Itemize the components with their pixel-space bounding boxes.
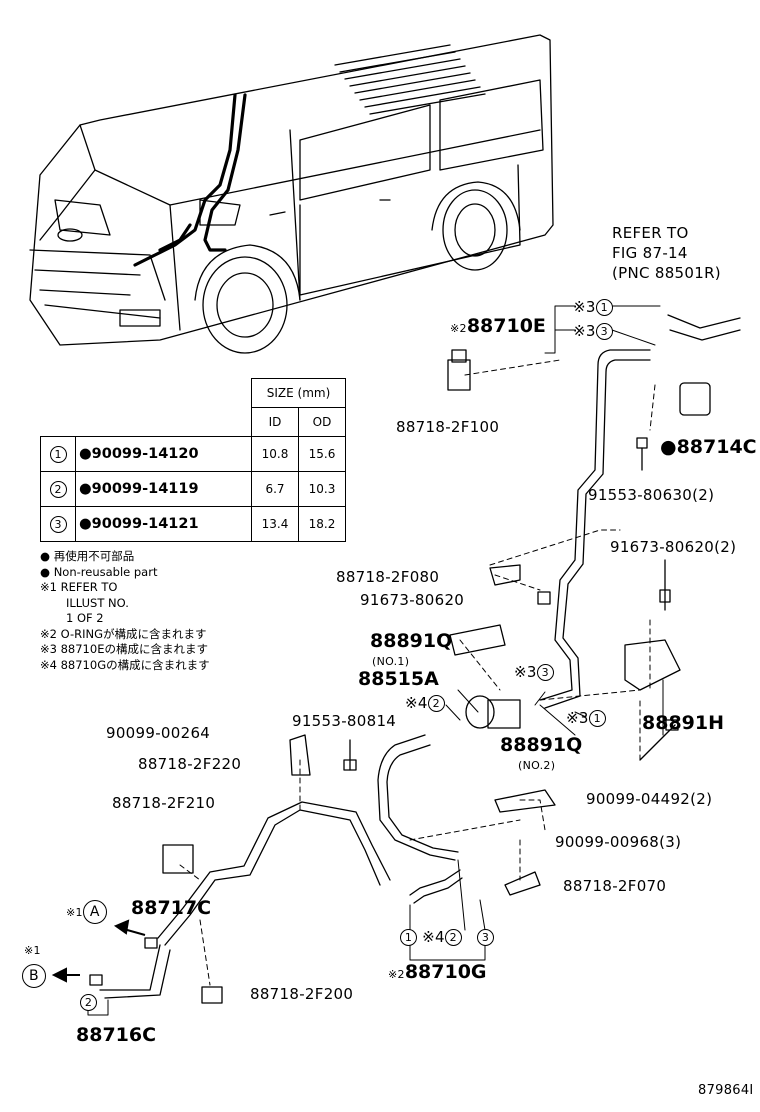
part-88515A[interactable]: 88515A	[358, 668, 439, 690]
table-row: 1 ●90099-14120 10.8 15.6	[40, 436, 346, 472]
bracket-88718-2F100	[447, 349, 471, 391]
ref-B: B	[22, 964, 46, 988]
part-90099-04492[interactable]: 90099-04492(2)	[586, 790, 713, 808]
refer-line3: (PNC 88501R)	[612, 264, 721, 282]
part-88891Q-2-sub: (NO.2)	[518, 759, 556, 772]
hose-right-top	[667, 314, 741, 341]
col-id: ID	[251, 407, 299, 437]
part-88718-2F200[interactable]: 88718-2F200	[250, 985, 354, 1003]
table-row: 3 ●90099-14121 13.4 18.2	[40, 506, 346, 542]
cover-88891Q-1	[449, 624, 506, 656]
bracket-88718-2F070	[504, 871, 541, 896]
part-90099-14119[interactable]: ●90099-14119	[75, 471, 252, 507]
size-header: SIZE (mm)	[251, 378, 346, 408]
part-91553-80814[interactable]: 91553-80814	[292, 712, 397, 730]
note-non-reusable-en: ● Non-reusable part	[40, 564, 158, 579]
figure-id: 879864I	[698, 1083, 754, 1098]
col-od: OD	[298, 407, 346, 437]
hose-88714C	[679, 382, 711, 416]
part-88718-2F220[interactable]: 88718-2F220	[138, 755, 242, 773]
bolt-91673-80620-2	[659, 559, 671, 611]
note-1of2: 1 OF 2	[66, 611, 104, 625]
part-90099-14120[interactable]: ●90099-14120	[75, 436, 252, 472]
part-91673-80620[interactable]: 91673-80620	[360, 591, 465, 609]
ref-B-mark: ※1	[24, 944, 41, 957]
part-88718-2F080[interactable]: 88718-2F080	[336, 568, 440, 586]
refer-line2: FIG 87-14	[612, 244, 688, 262]
part-88716C[interactable]: 88716C	[76, 1024, 157, 1046]
van-ac-lines	[133, 93, 247, 267]
part-88710E[interactable]: ※288710E	[450, 315, 546, 337]
part-88891H[interactable]: 88891H	[642, 712, 725, 734]
part-88718-2F100[interactable]: 88718-2F100	[396, 418, 500, 436]
note-non-reusable-jp: ● 再使用不可部品	[40, 549, 135, 563]
part-88714C[interactable]: ●88714C	[660, 436, 757, 458]
circle-B: B	[22, 964, 46, 988]
notes-block: ● 再使用不可部品 ● Non-reusable part ※1 REFER T…	[40, 549, 210, 673]
fitting-88716C	[89, 974, 103, 986]
part-88891Q-2[interactable]: 88891Q	[500, 734, 583, 756]
bracket-88718-2F210	[162, 844, 194, 874]
pipe-88710G	[377, 734, 463, 904]
note-88710G: ※4 88710Gの構成に含まれます	[40, 657, 210, 672]
part-88718-2F070[interactable]: 88718-2F070	[563, 877, 667, 895]
part-88710G[interactable]: ※288710G	[388, 961, 487, 983]
bracket-88718-2F200	[201, 986, 223, 1004]
part-90099-00968[interactable]: 90099-00968(3)	[555, 833, 682, 851]
arrows	[51, 919, 146, 983]
note-oring: ※2 O-RINGが構成に含まれます	[40, 626, 207, 641]
part-90099-14121[interactable]: ●90099-14121	[75, 506, 252, 542]
pipe-88710E	[539, 349, 651, 709]
bolt-91553-80814	[343, 739, 357, 771]
table-row: 2 ●90099-14119 6.7 10.3	[40, 471, 346, 507]
refer-line1: REFER TO	[612, 224, 689, 242]
part-88891Q-1[interactable]: 88891Q	[370, 630, 453, 652]
part-88891Q-1-sub: (NO.1)	[372, 655, 410, 668]
ref-88716C-2: 2	[80, 993, 97, 1011]
part-91553-80630[interactable]: 91553-80630(2)	[588, 486, 715, 504]
fitting-88717C	[144, 937, 158, 949]
note-refer: ※1 REFER TO	[40, 580, 118, 594]
circle-A: A	[82, 900, 107, 924]
block-88515A	[465, 695, 521, 729]
pipe-88717C	[99, 801, 391, 999]
bolt-91673-80620	[537, 591, 551, 605]
cover-88891H	[624, 639, 681, 691]
part-88717C[interactable]: 88717C	[131, 897, 212, 919]
note-illust: ILLUST NO.	[66, 595, 129, 610]
part-91673-80620-2[interactable]: 91673-80620(2)	[610, 538, 737, 556]
o-ring-size-table: SIZE (mm) ID OD 1 ●90099-14120 10.8 15.6…	[40, 378, 346, 542]
cover-88891Q-2	[494, 789, 556, 813]
bracket-88718-2F080	[489, 564, 521, 586]
note-88710E: ※3 88710Eの構成に含まれます	[40, 642, 208, 656]
van-illustration	[29, 34, 554, 354]
part-90099-00264[interactable]: 90099-00264	[106, 724, 211, 742]
bolt-90099-04492	[639, 719, 679, 761]
part-88718-2F210[interactable]: 88718-2F210	[112, 794, 216, 812]
bracket-88718-2F220	[289, 734, 311, 776]
bolt-91553-80630	[636, 437, 648, 471]
